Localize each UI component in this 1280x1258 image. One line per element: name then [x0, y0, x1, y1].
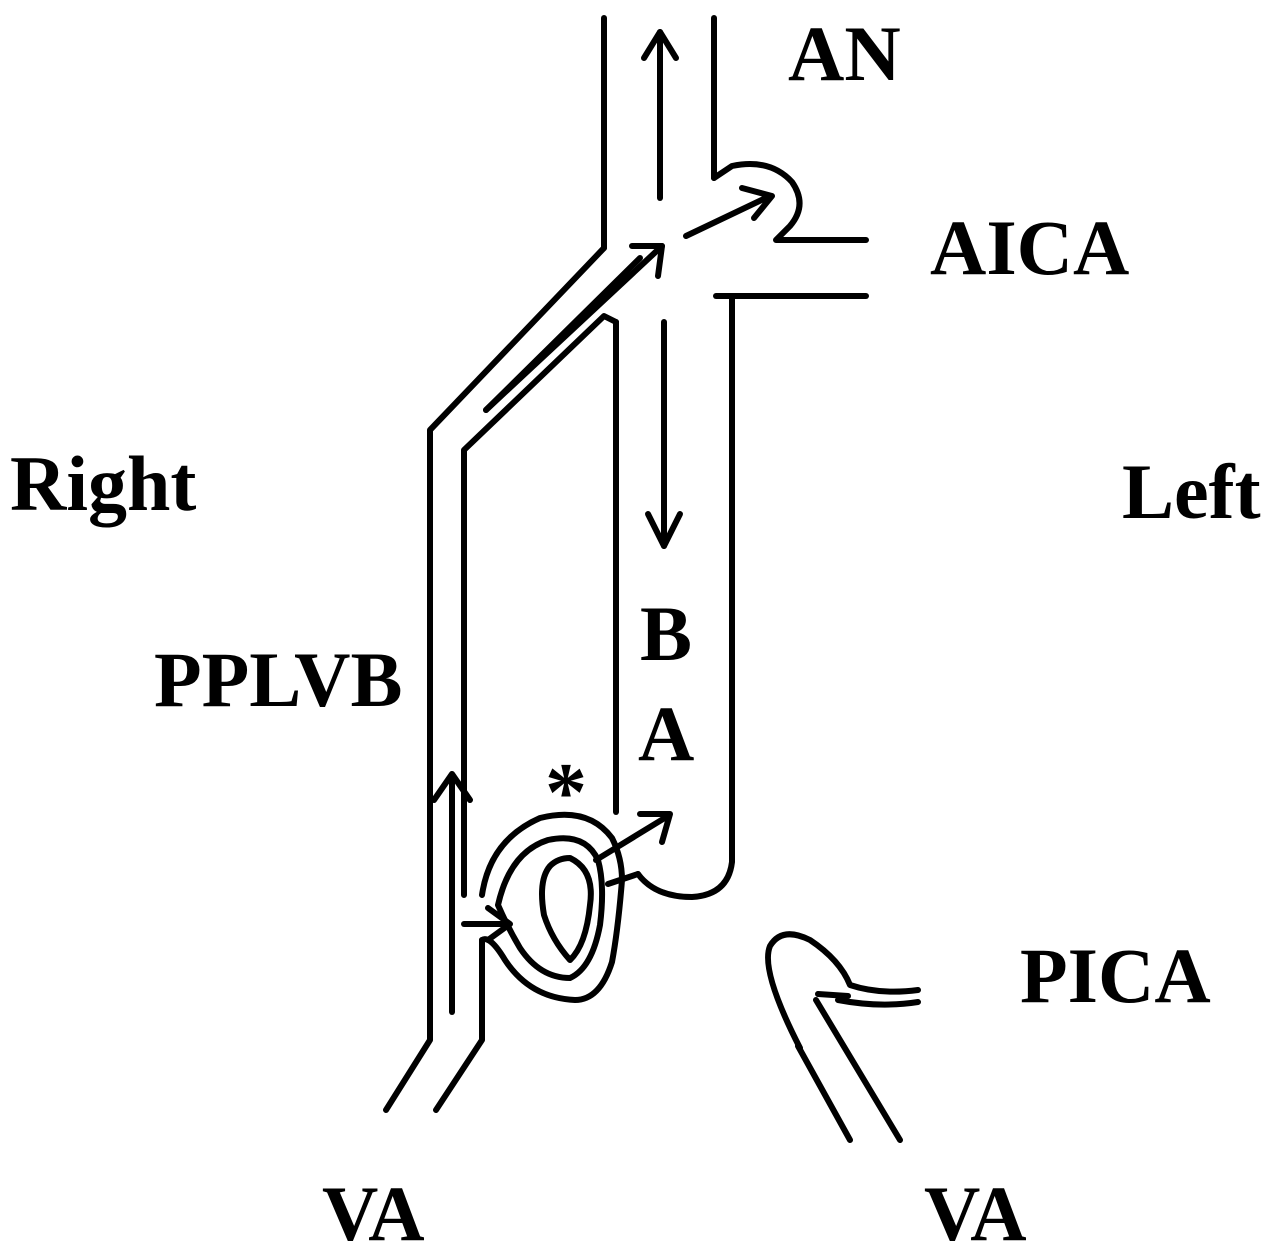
- left-va-inner: [813, 997, 903, 1143]
- label-left: Left: [1122, 448, 1261, 535]
- aneurysm-sac-inner: [539, 855, 594, 963]
- arrow-into-aneurysm: [461, 905, 513, 943]
- pplvb-inner-wall: [461, 313, 619, 898]
- label-va-right: VA: [322, 1170, 425, 1257]
- pplvb-channel: [383, 245, 643, 1113]
- aneurysm: [479, 811, 641, 1003]
- pica-lower-wall: [835, 997, 921, 1008]
- label-ba-b: B: [640, 590, 692, 677]
- label-pplvb: PPLVB: [154, 636, 403, 723]
- arrow-up-to-an: [641, 29, 679, 201]
- label-right: Right: [10, 440, 196, 527]
- left-pica: [765, 931, 921, 1143]
- basilar-artery: [601, 15, 735, 900]
- left-va-outer: [795, 1043, 853, 1143]
- aneurysm-neck: [605, 871, 641, 887]
- basilar-left-wall-lower: [635, 293, 735, 900]
- aica-branch: [711, 161, 869, 299]
- labels: AN AICA Right Left B A PPLVB * PICA VA V…: [10, 10, 1261, 1257]
- aneurysm-sac-outer: [479, 811, 625, 1003]
- pica-upper-wall: [765, 931, 921, 1051]
- arrow-down-basilar: [645, 319, 683, 549]
- arrow-va-to-pica: [815, 991, 851, 999]
- label-pica: PICA: [1020, 932, 1211, 1019]
- label-aica: AICA: [930, 204, 1129, 291]
- arrow-aneurysm-to-basilar: [593, 811, 673, 863]
- pplvb-inner-wall-lower: [433, 937, 485, 1113]
- flow-arrows: [431, 29, 851, 1015]
- label-ba-a: A: [638, 690, 694, 777]
- pplvb-outer-wall: [383, 245, 607, 1113]
- aneurysm-sac-middle: [495, 835, 606, 981]
- label-aneurysm-star: *: [545, 746, 587, 839]
- arrow-pplvb-to-basilar: [483, 243, 665, 413]
- aica-loop: [711, 161, 869, 243]
- arrow-up-pplvb: [431, 771, 473, 1015]
- arrow-to-aica: [683, 185, 775, 239]
- label-an: AN: [788, 10, 901, 97]
- label-va-left: VA: [924, 1170, 1027, 1257]
